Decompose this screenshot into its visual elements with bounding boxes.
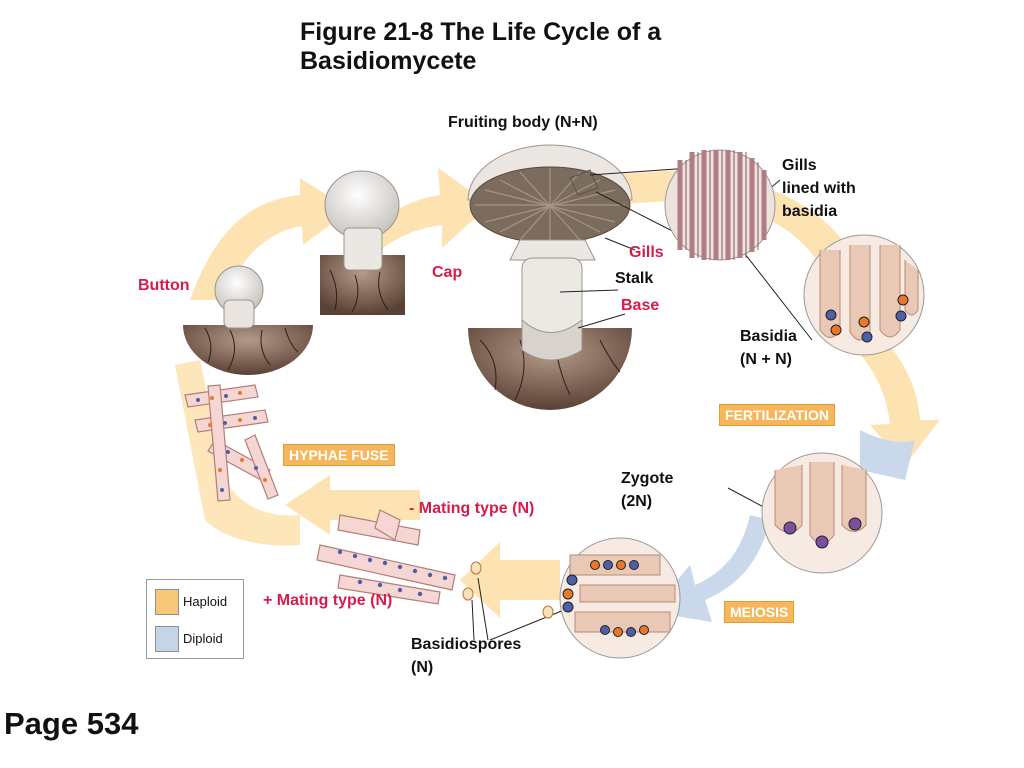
- arrow-right-side: [858, 335, 940, 465]
- button-mushroom: [183, 265, 313, 375]
- arrow-top-right: [600, 170, 850, 265]
- label-zygote-1: Zygote: [621, 470, 674, 487]
- label-plus-mating-type: + Mating type (N): [263, 592, 393, 609]
- label-basidiospores-2: (N): [411, 659, 434, 676]
- label-base: Base: [621, 297, 660, 314]
- stage-fertilization: FERTILIZATION: [719, 404, 835, 426]
- young-mushroom: [320, 170, 405, 315]
- mature-mushroom: [467, 144, 633, 410]
- gills-closeup: [664, 149, 776, 261]
- legend-haploid-swatch: [155, 589, 179, 615]
- label-button: Button: [138, 277, 190, 294]
- label-gills-lined-1: Gills: [782, 157, 817, 174]
- page-number: Page 534: [4, 706, 139, 741]
- basidiospores: [462, 561, 554, 619]
- hyphae-fused-nuclei: [196, 391, 267, 492]
- label-gills: Gills: [629, 244, 664, 261]
- label-gills-lined-2: lined with: [782, 180, 856, 197]
- arrow-fertilization: [860, 430, 915, 480]
- label-fruiting-body: Fruiting body (N+N): [448, 114, 598, 131]
- arrow-spores-left: [460, 542, 560, 618]
- arrow-young-to-mature: [370, 168, 490, 250]
- stage-hyphae-fuse: HYPHAE FUSE: [283, 444, 395, 466]
- label-basidia-1: Basidia: [740, 328, 797, 345]
- figure-title: Figure 21-8 The Life Cycle of a Basidiom…: [300, 18, 662, 75]
- basidia-circle: [803, 234, 925, 356]
- label-minus-mating-type: - Mating type (N): [409, 500, 535, 517]
- label-basidiospores-1: Basidiospores: [411, 636, 522, 653]
- legend-diploid-label: Diploid: [183, 631, 223, 646]
- legend-diploid-swatch: [155, 626, 179, 652]
- hyphae-fused: [184, 384, 279, 502]
- zygote-circle: [761, 452, 883, 574]
- label-cap: Cap: [432, 264, 463, 281]
- legend: Haploid Diploid: [146, 579, 244, 659]
- label-basidia-2: (N + N): [740, 351, 792, 368]
- hyphae-minus: [316, 509, 456, 605]
- stage-meiosis: MEIOSIS: [724, 601, 795, 623]
- label-gills-lined-3: basidia: [782, 203, 838, 220]
- meiosis-circle: [559, 537, 681, 659]
- legend-haploid-label: Haploid: [183, 594, 228, 609]
- label-stalk: Stalk: [615, 270, 654, 287]
- label-zygote-2: (2N): [621, 493, 653, 510]
- arrow-left-side: [175, 360, 300, 546]
- hyphae-minus-nuclei: [337, 549, 448, 597]
